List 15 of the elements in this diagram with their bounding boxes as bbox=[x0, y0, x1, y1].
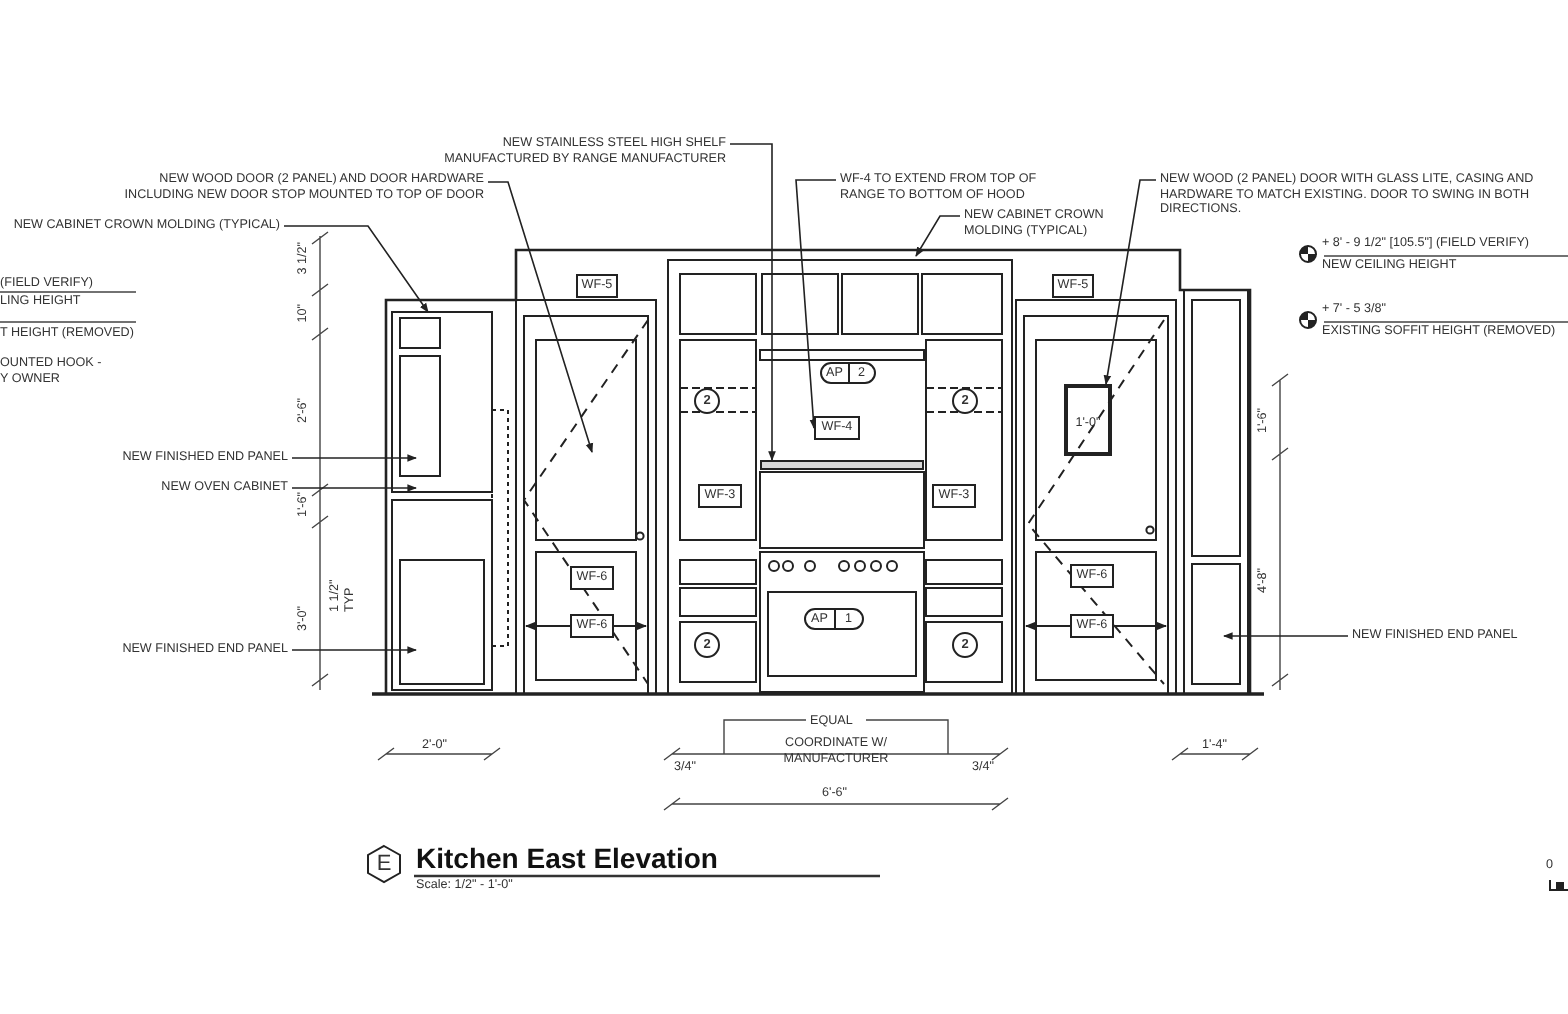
leader-line bbox=[291, 484, 417, 492]
drawing-title: Kitchen East Elevation bbox=[416, 842, 718, 874]
appliance-tag bbox=[820, 362, 876, 384]
leader-line bbox=[487, 181, 594, 453]
elevation-marker: E bbox=[364, 844, 404, 884]
leader-line bbox=[729, 143, 776, 461]
leader-line bbox=[283, 225, 429, 313]
leader-line bbox=[915, 215, 961, 257]
appliance-tag bbox=[804, 608, 864, 630]
leader-line bbox=[1103, 179, 1157, 385]
leader-line bbox=[291, 454, 417, 462]
leader-line bbox=[1223, 632, 1349, 640]
leader-line bbox=[291, 646, 417, 654]
leader-line bbox=[795, 179, 837, 429]
shelf bbox=[760, 460, 924, 470]
